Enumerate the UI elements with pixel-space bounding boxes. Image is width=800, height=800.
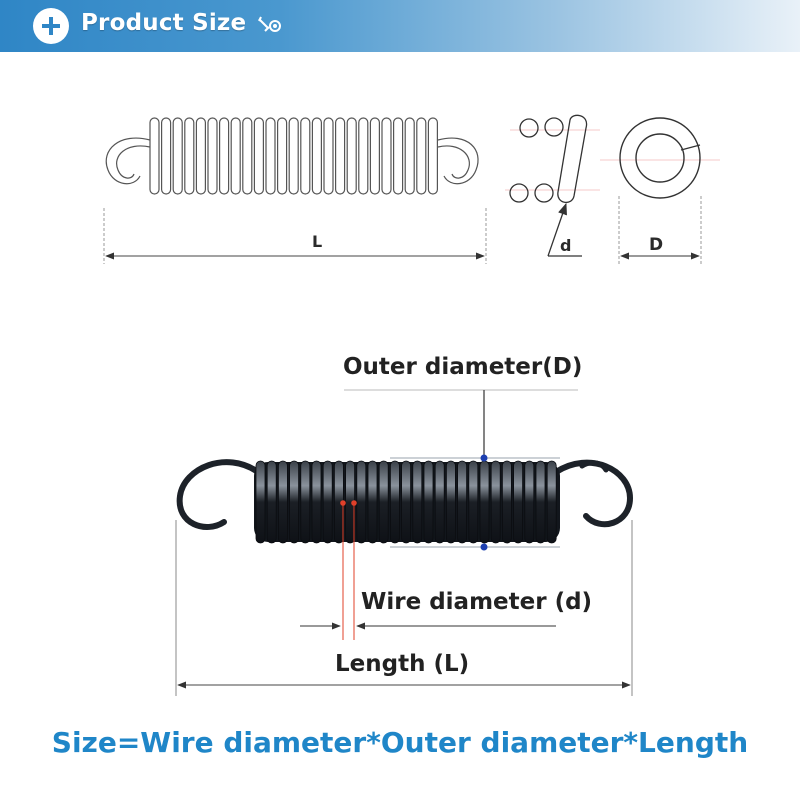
coil-turn — [378, 460, 389, 544]
wire-cross-section — [505, 114, 600, 257]
plus-circle-icon — [33, 8, 69, 44]
coil-outline — [404, 117, 415, 195]
coil-turn — [401, 460, 412, 544]
coil-turn — [311, 460, 322, 544]
coil-outline — [346, 117, 357, 195]
coil-outline — [172, 117, 183, 195]
coil-outline — [207, 117, 218, 195]
coil-outline — [242, 117, 253, 195]
coil-outline — [219, 117, 230, 195]
coil-turn — [367, 460, 378, 544]
coil-outline — [253, 117, 264, 195]
coil-outline — [311, 117, 322, 195]
length-label: L — [312, 232, 323, 251]
coil-outline — [369, 117, 380, 195]
spring-photo — [176, 459, 634, 544]
coil-turn — [468, 460, 479, 544]
coil-outline — [427, 117, 438, 195]
coil-outline — [416, 117, 427, 195]
coil-outline — [195, 117, 206, 195]
outer-diameter-label: D — [649, 235, 664, 255]
length-caption: Length (L) — [335, 651, 470, 677]
coil-turn — [513, 460, 523, 544]
coil-outline — [323, 117, 334, 195]
coil-turn — [501, 460, 512, 544]
coil-outline — [335, 117, 346, 195]
coil-outline — [358, 117, 369, 195]
coil-turn — [546, 460, 557, 544]
coil-turn — [266, 460, 277, 544]
coil-turn — [445, 460, 456, 544]
screw-wrench-icon — [258, 16, 281, 32]
coil-turn — [255, 460, 266, 544]
wire-diameter-label: d — [560, 236, 572, 255]
coil-turn — [457, 460, 468, 544]
coil-turn — [412, 460, 423, 544]
coil-outline — [300, 117, 311, 195]
coil-outline — [184, 117, 195, 195]
coil-turn — [524, 460, 535, 544]
coil-outline — [149, 117, 160, 195]
outer-diameter-markers — [344, 389, 578, 551]
photo-length-dimension — [175, 520, 633, 696]
coil-turn — [356, 460, 367, 544]
wire-diameter-caption: Wire diameter (d) — [361, 589, 593, 615]
coil-outline — [277, 117, 288, 195]
coil-outline — [381, 117, 392, 195]
size-formula: Size=Wire diameter*Outer diameter*Length — [51, 726, 749, 759]
coil-outline — [265, 117, 276, 195]
coil-outline — [230, 117, 241, 195]
coil-outline — [288, 117, 299, 195]
spring-line-drawing — [105, 117, 479, 195]
coil-turn — [300, 460, 311, 544]
coil-turn — [434, 460, 445, 544]
coil-turn — [490, 460, 501, 544]
header-banner: Product Size — [0, 0, 800, 52]
coil-turn — [322, 460, 333, 544]
coil-turn — [423, 460, 434, 544]
page-title: Product Size — [81, 10, 247, 36]
outer-diameter-caption: Outer diameter(D) — [343, 354, 583, 380]
coil-turn — [289, 460, 300, 544]
coil-turn — [535, 460, 546, 544]
coil-turn — [479, 460, 490, 544]
coil-turn — [277, 460, 288, 544]
coil-outline — [161, 117, 172, 195]
outer-diameter-ring — [600, 117, 720, 266]
coil-outline — [393, 117, 404, 195]
coil-turn — [389, 460, 400, 544]
wire-diameter-markers — [300, 500, 556, 640]
length-dimension — [103, 208, 487, 264]
